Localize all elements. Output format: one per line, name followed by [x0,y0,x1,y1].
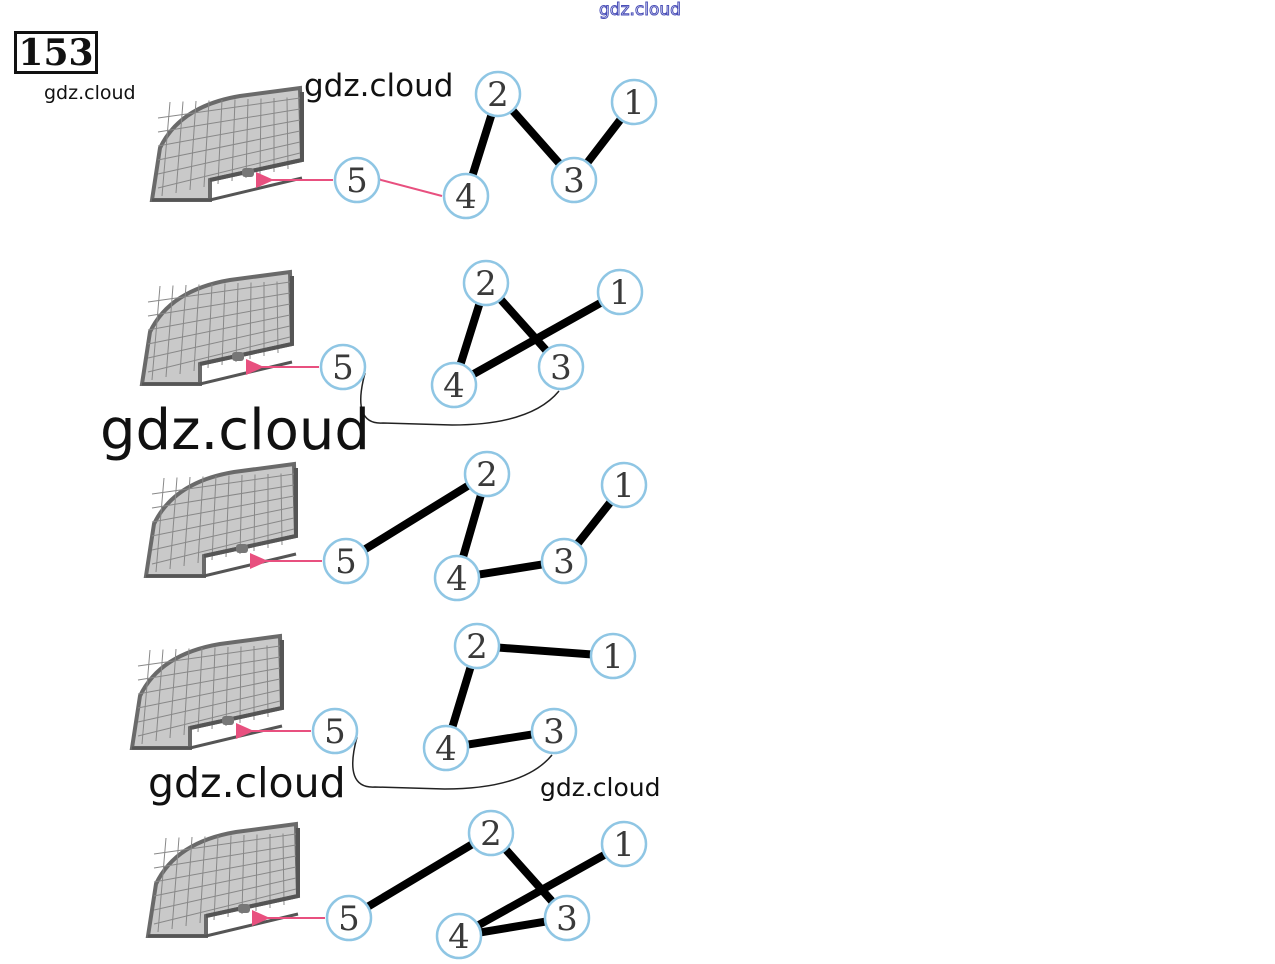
player-number: 4 [435,729,457,769]
player-number: 2 [480,814,502,854]
player-number: 4 [448,917,470,957]
goal-net-icon [148,824,298,936]
player-number: 2 [476,455,498,495]
player-number: 1 [623,83,645,123]
drawn-line-5-2 [361,840,479,911]
player-number: 3 [556,899,578,939]
watermark-fourth-panel: gdz.cloud [148,759,346,807]
player-circle-5: 5 [313,709,357,753]
player-circle-1: 1 [598,270,642,314]
drawn-line-2-4 [470,107,494,182]
drawn-line-2-1 [491,647,599,655]
player-circle-4: 4 [424,726,468,770]
player-circle-3: 3 [539,345,583,389]
player-number: 4 [443,366,465,406]
player-circle-4: 4 [437,914,481,958]
goal-net-icon [152,88,302,200]
player-number: 1 [602,637,624,677]
pass-arrow [381,180,442,196]
player-number: 3 [563,161,585,201]
drawn-line-2-4 [450,659,473,734]
drawn-line-1-4 [471,851,612,929]
player-number: 4 [455,177,477,217]
player-number: 3 [543,712,565,752]
player-number: 4 [446,559,468,599]
drawn-line-3-1 [583,113,626,169]
player-circle-2: 2 [455,624,499,668]
player-circle-1: 1 [602,463,646,507]
ball-icon [242,168,254,177]
player-number: 3 [550,348,572,388]
player-circle-2: 2 [476,72,520,116]
drawn-line-2-4 [461,487,483,564]
player-number: 5 [346,161,368,201]
player-circle-1: 1 [602,822,646,866]
player-number: 5 [324,712,346,752]
ball-icon [236,544,248,553]
player-circle-3: 3 [545,896,589,940]
ball-icon [222,716,234,725]
player-number: 2 [475,264,497,304]
player-circle-1: 1 [612,80,656,124]
ball-icon [232,352,244,361]
player-number: 2 [487,75,509,115]
drawn-line-2-5 [358,481,475,553]
player-number: 1 [613,825,635,865]
drawn-line-2-3 [507,104,564,169]
player-number: 2 [466,627,488,667]
player-number: 5 [338,899,360,939]
watermark-small-fourth: gdz.cloud [540,773,661,802]
player-circle-4: 4 [444,174,488,218]
player-number: 5 [332,348,354,388]
player-circle-1: 1 [591,634,635,678]
watermark-big-middle: gdz.cloud [100,398,370,463]
goal-net-icon [146,464,296,576]
player-number: 1 [609,273,631,313]
player-circle-2: 2 [465,452,509,496]
player-number: 5 [335,542,357,582]
ball-icon [238,904,250,913]
player-circle-3: 3 [542,539,586,583]
drawn-line-4-3 [460,733,540,746]
player-circle-2: 2 [469,811,513,855]
drawn-line-3-1 [573,496,616,550]
player-circle-5: 5 [321,345,365,389]
player-circle-5: 5 [327,896,371,940]
player-circle-3: 3 [532,709,576,753]
player-number: 1 [613,466,635,506]
player-circle-2: 2 [464,261,508,305]
player-circle-4: 4 [432,363,476,407]
player-circle-5: 5 [324,539,368,583]
drawn-line-4-3 [471,563,550,576]
player-circle-5: 5 [335,158,379,202]
player-circle-4: 4 [435,556,479,600]
drawn-line-2-4 [458,296,482,371]
player-circle-3: 3 [552,158,596,202]
player-number: 3 [553,542,575,582]
